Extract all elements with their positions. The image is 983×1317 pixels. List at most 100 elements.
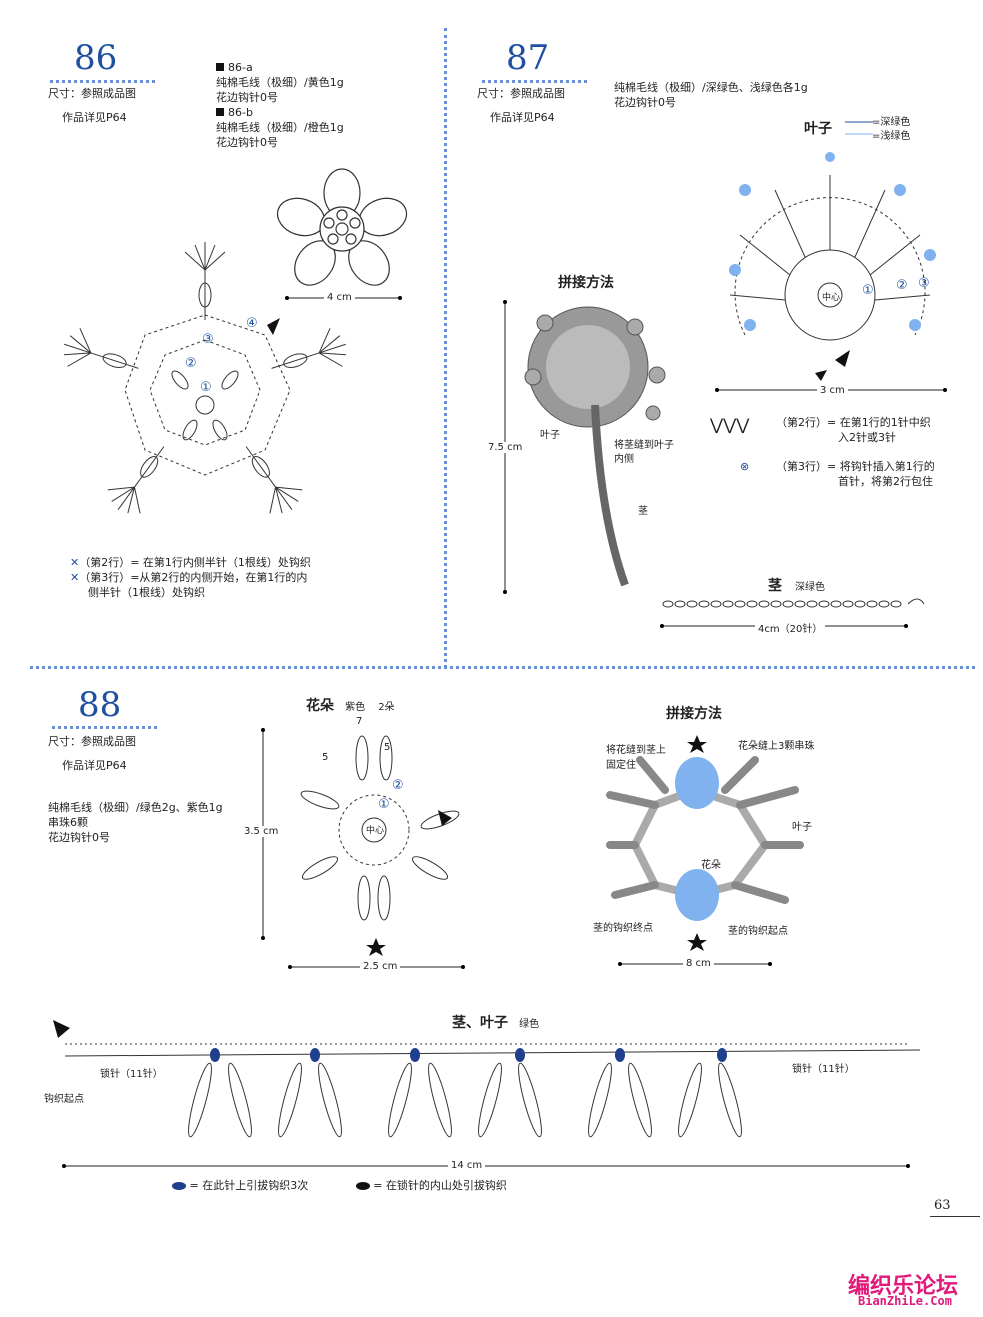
chain-right-label: 锁针（11针） [792,1064,855,1075]
assembly-stem-end: 茎的钩织终点 [593,923,653,934]
leaf-round-2: ② [896,278,908,293]
note-87-r3-a: （第3行）= 将钩针插入第1行的 [776,460,935,473]
watermark-chinese: 编织乐论坛 [848,1274,959,1299]
chain-title-88: 茎、叶子 绿色 [452,1012,539,1032]
chain-dim-label-88: 14 cm [448,1160,486,1171]
dim-label-87-stem: 4cm（20针） [755,620,826,635]
pattern-88-ref: 作品详见P64 [62,759,127,772]
assembly-stem-start: 茎的钩织起点 [728,926,788,937]
flower-title-88: 花朵 紫色 2朵 [306,695,395,715]
flower-color: 紫色 [345,702,366,713]
flower-title-text: 花朵 [306,698,334,714]
assembly-sew-label-1: 将茎缝到叶子 [614,440,674,451]
pattern-88-number: 88 [78,685,122,725]
assembly-title-87: 拼接方法 [558,275,614,291]
pattern-88-yarn: 纯棉毛线（极细）/绿色2g、紫色1g [48,801,223,814]
note-87-r3-b: 首针，将第2行包住 [838,475,933,488]
legend-light-green: =浅绿色 [872,131,911,142]
pattern-88-size: 尺寸：参照成品图 [48,735,136,748]
chain-chart-88 [53,1020,921,1139]
pattern-86-underline [50,80,155,83]
note-round-2: （第2行）= 在第1行内侧半针（1根线）处钩织 [79,556,311,569]
chain-title-text: 茎、叶子 [452,1015,508,1031]
chain-dim-line-88 [62,1164,910,1168]
flower-label-5-right: 5 [384,742,391,753]
legend-lines [845,121,873,135]
chain-left-label: 锁针（11针） [100,1069,163,1080]
flower-label-7: 7 [356,716,363,727]
pattern-86-materials: 86-a 纯棉毛线（极细）/黄色1g 花边钩针0号 86-b 纯棉毛线（极细）/… [216,60,344,150]
x-stitch-icon: ✕ [70,571,80,584]
note-87-r2-a: （第2行）= 在第1行的1针中织 [776,416,931,429]
x-stitch-blue-icon: ⊗ [740,460,750,473]
round-2-marker: ② [185,356,197,371]
variant-b-yarn: 纯棉毛线（极细）/橙色1g [216,121,344,134]
round-4-marker: ④ [246,316,258,331]
stem-title-87: 茎 [768,578,782,594]
flower-count: 2朵 [378,702,395,713]
leaf-round-1: ① [862,283,874,298]
variant-b-hook: 花边钩针0号 [216,136,278,149]
height-label-88: 3.5 cm [244,826,279,837]
dim-label-86: 4 cm [324,292,355,303]
pattern-87-underline [482,80,587,83]
note-87-r2-b: 入2针或3针 [838,431,896,444]
assembly-stem-label: 茎 [638,506,648,517]
pattern-86-notes: ✕（第2行）= 在第1行内侧半针（1根线）处钩织 ✕（第3行）=从第2行的内侧开… [70,555,311,600]
round-1-marker: ① [200,380,212,395]
chain-start-label: 钩织起点 [44,1094,84,1105]
assembly-diagram-88 [606,735,804,951]
pattern-87-yarn: 纯棉毛线（极细）/深绿色、浅绿色各1g [614,81,808,94]
leaf-round-3: ③ [918,276,930,291]
note-round-3-b: 侧半针（1根线）处钩织 [88,586,205,599]
bullet-square-icon [216,63,224,71]
flower-round-1: ① [378,797,390,812]
crochet-chart-86 [57,242,353,522]
legend-dark-green: =深绿色 [872,117,911,128]
dim-label-87-leaf: 3 cm [817,385,848,396]
watermark-english: BianZhiLe.Com [858,1294,952,1308]
pattern-86-ref: 作品详见P64 [62,111,127,124]
leaf-chart-87 [729,152,936,381]
flower-chart-88 [300,735,460,956]
assembly-leaf-label: 叶子 [540,430,560,441]
page-number-rule [930,1216,980,1217]
round-3-marker: ③ [202,332,214,347]
height-label-87: 7.5 cm [488,442,523,453]
leaf-center-label: 中心 [822,293,841,303]
variant-a-hook: 花边钩针0号 [216,91,278,104]
pattern-86-number: 86 [74,38,118,78]
stem-chain-87 [662,598,925,608]
pattern-87-number: 87 [506,38,550,78]
variant-a-yarn: 纯棉毛线（极细）/黄色1g [216,76,344,89]
assembly-sew-flower-2: 固定住 [606,760,636,771]
assembly-sew-flower-1: 将花缝到茎上 [606,745,666,756]
pattern-88-hook: 花边钩针0号 [48,831,110,844]
flower-round-2: ② [392,778,404,793]
flower-86-outline-diagram [276,168,408,286]
pattern-88-underline [52,726,157,729]
x-stitch-icon: ✕ [70,556,80,569]
flower-center-label: 中心 [366,826,385,836]
vertical-separator [444,28,447,668]
assembly-title-88: 拼接方法 [666,706,722,722]
page-number: 63 [934,1198,951,1213]
variant-a-code: 86-a [228,61,253,74]
pattern-88-materials: 纯棉毛线（极细）/绿色2g、紫色1g 串珠6颗 花边钩针0号 [48,800,223,845]
pattern-87-hook: 花边钩针0号 [614,96,676,109]
flower-label-5-left: 5 [322,752,329,763]
pattern-86-size: 尺寸：参照成品图 [48,87,136,100]
assembly-leaf-label-88: 叶子 [792,822,812,833]
variant-b-code: 86-b [228,106,253,119]
width-label-88: 2.5 cm [360,961,401,972]
pattern-88-beads: 串珠6颗 [48,816,88,829]
pattern-87-materials: 纯棉毛线（极细）/深绿色、浅绿色各1g 花边钩针0号 [614,80,808,110]
assembly-dim-label-88: 8 cm [683,958,714,969]
bead-blue-icon [172,1182,186,1190]
slip-stitch-black-icon [355,1182,370,1190]
leaf-title: 叶子 [804,121,832,137]
note-round-3-a: （第3行）=从第2行的内侧开始，在第1行的内 [79,571,308,584]
pattern-87-size: 尺寸：参照成品图 [477,87,565,100]
assembly-sew-label-2: 内侧 [614,454,634,465]
legend-88: = 在此针上引拔钩织3次 = 在锁针的内山处引拔钩织 [172,1178,507,1193]
